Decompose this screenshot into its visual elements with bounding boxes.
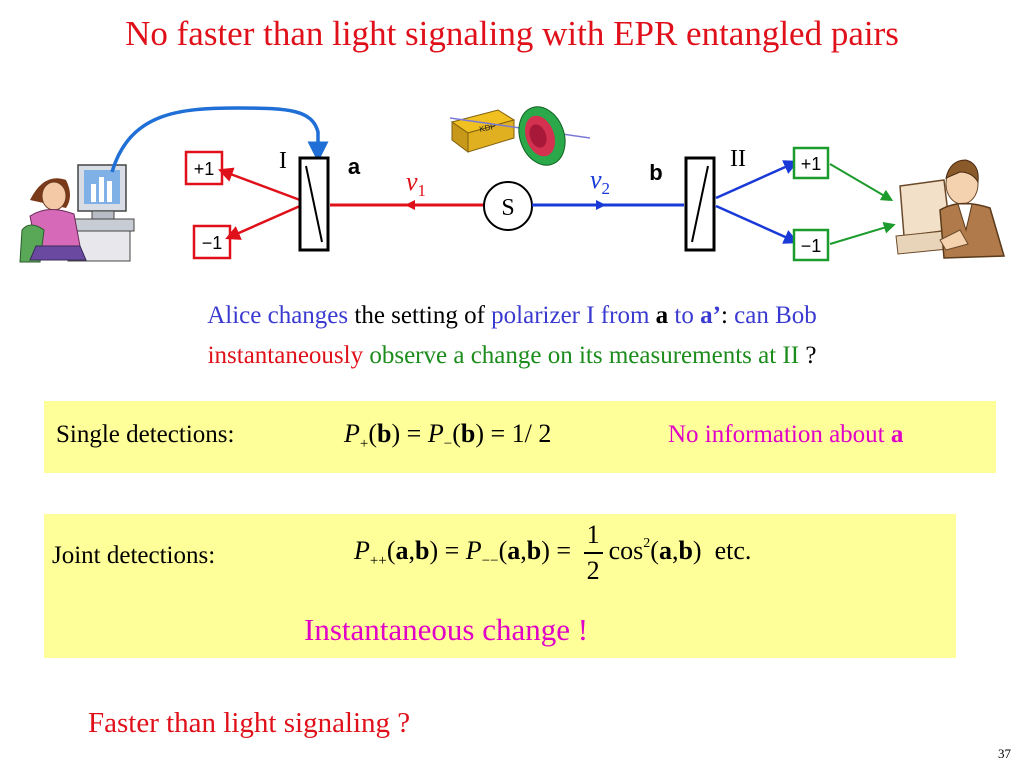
slide-title: No faster than light signaling with EPR … (125, 14, 899, 53)
bob-plus-arrow (829, 163, 894, 202)
open-paren: ( (386, 535, 396, 565)
alice-computer-icon (19, 164, 135, 263)
polarizer-from-text: polarizer I from (491, 302, 656, 329)
close-paren: ) (391, 419, 401, 448)
open-paren: ( (452, 419, 461, 448)
setting-of-text: the setting of (348, 302, 492, 329)
can-bob-text: can Bob (734, 302, 817, 329)
plus-one-left-label: +1 (194, 159, 215, 179)
joint-detections-box: Joint detections: P++(a,b) = P−−(a,b) = … (44, 514, 956, 658)
instantaneous-change-text: Instantaneous change ! (304, 612, 589, 647)
polarizer-II-label: II (730, 146, 746, 172)
svg-text:KDP: KDP (479, 122, 497, 134)
question-mark: ? (799, 342, 817, 369)
minus-subscript: − (443, 436, 453, 452)
comma: , (408, 535, 415, 565)
setting-a-label: a (348, 154, 361, 179)
plus-subscript: + (359, 436, 369, 452)
bob-computer-icon (895, 159, 1005, 259)
right-plus-beam (715, 160, 799, 200)
close-paren: ) (475, 419, 485, 448)
minus-one-left-detector (192, 224, 232, 260)
open-paren: ( (650, 535, 659, 565)
single-detections-label: Single detections: (56, 421, 235, 448)
nu1-label: ν1 (406, 167, 426, 200)
left-minus-beam (225, 204, 301, 240)
fraction-denominator: 2 (586, 556, 600, 585)
setting-b: b (377, 419, 392, 448)
single-detections-formula: P+(b) = P−(b) = 1/ 2 (344, 419, 551, 453)
epr-setup-diagram: +1 −1 I a ν1 S KDP ν2 b II +1 −1 (19, 106, 1005, 263)
question-text: Alice changes the setting of polarizer I… (0, 296, 1024, 376)
equals-sign: = (549, 535, 578, 565)
equals-half: = 1/ 2 (484, 419, 552, 448)
question-line-2: instantaneously observe a change on its … (0, 336, 1024, 376)
open-paren: ( (498, 535, 508, 565)
no-info-label: No information about (668, 421, 891, 448)
minusminus-subscript: −− (481, 552, 499, 569)
equals-sign: = (438, 535, 466, 565)
setting-b: b (678, 535, 693, 565)
joint-detections-label: Joint detections: (52, 542, 216, 569)
prob-symbol: P (344, 419, 360, 448)
setting-a: a (658, 535, 672, 565)
single-detections-box: Single detections: P+(b) = P−(b) = 1/ 2 … (44, 401, 996, 473)
setting-a: a (395, 535, 409, 565)
page-number: 37 (998, 746, 1011, 761)
to-text: to (668, 302, 701, 329)
prob-symbol: P (465, 535, 482, 565)
setting-a-bold: a (890, 421, 904, 448)
minus-one-right-label: −1 (801, 236, 822, 256)
etc-text: etc. (714, 535, 752, 565)
setting-b-label: b (649, 160, 662, 185)
close-paren: ) (692, 535, 702, 565)
polarizer-I-label: I (279, 148, 287, 174)
instantaneously-text: instantaneously (207, 342, 364, 369)
prob-symbol: P (354, 535, 370, 565)
plus-one-right-label: +1 (801, 154, 822, 174)
setting-a-prime-text: a’ (700, 302, 721, 329)
setting-a-text: a (655, 302, 669, 329)
close-paren: ) (541, 535, 550, 565)
right-minus-beam (715, 204, 799, 244)
setting-a: a (507, 535, 521, 565)
setting-b: b (526, 535, 542, 565)
setting-b: b (414, 535, 430, 565)
source-label: S (501, 195, 514, 221)
open-paren: ( (368, 419, 378, 448)
minus-one-left-label: −1 (202, 233, 223, 253)
square-superscript: 2 (643, 535, 651, 551)
setting-b: b (460, 419, 476, 448)
nu2-label: ν2 (590, 165, 610, 198)
fraction-numerator: 1 (583, 518, 603, 554)
comma: , (520, 535, 527, 565)
alice-control-arrow (110, 106, 329, 173)
left-plus-beam (217, 167, 301, 202)
bob-minus-arrow (829, 221, 896, 245)
no-information-text: No information about a (668, 421, 903, 449)
comma: , (671, 535, 679, 565)
close-paren: ) (429, 535, 439, 565)
plusplus-subscript: ++ (369, 552, 387, 569)
observe-text: observe a change on its measurements at … (363, 342, 800, 369)
alice-changes-text: Alice changes (207, 302, 349, 329)
colon-text: : (720, 302, 735, 329)
equals-sign: = (400, 419, 428, 448)
plus-one-right-detector (792, 146, 830, 180)
minus-one-right-detector (792, 228, 830, 262)
prob-symbol: P (427, 419, 444, 448)
ftl-question: Faster than light signaling ? (88, 707, 411, 739)
question-line-1: Alice changes the setting of polarizer I… (0, 296, 1024, 336)
kdp-crystal-icon: KDP (449, 106, 591, 166)
cos-function: cos (608, 535, 644, 565)
